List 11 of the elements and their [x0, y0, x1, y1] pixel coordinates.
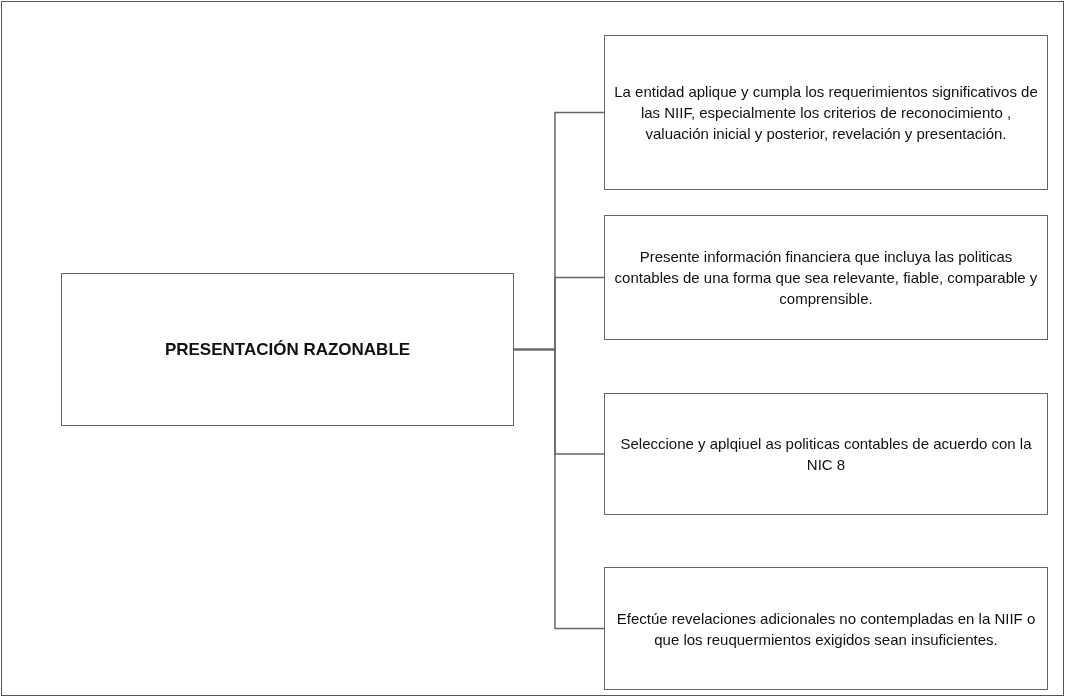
requirement-text: Presente información financiera que incluya las politicas contables de una forma que sea relevante, fiable, comparable y comprensible.	[613, 247, 1039, 309]
requirement-box	[604, 215, 1048, 340]
requirement-text: Efectúe revelaciones adicionales no contempladas en la NIIF o que los reuquermientos exigidos sean insuficientes.	[615, 608, 1037, 650]
requirement-box	[604, 393, 1048, 515]
requirement-box	[604, 567, 1048, 690]
main-concept-box	[61, 273, 514, 426]
requirement-text: La entidad aplique y cumpla los requerimientos significativos de las NIIF, especialmente los criterios de reconocimiento , valuación inicial y posterior, revelación y presentación.	[613, 82, 1039, 144]
connector-line	[513, 348, 605, 630]
requirement-box	[604, 35, 1048, 190]
requirement-text: Seleccione y aplqiuel as politicas contables de acuerdo con la NIC 8	[619, 434, 1033, 475]
main-concept-text: PRESENTACIÓN RAZONABLE	[164, 339, 411, 360]
